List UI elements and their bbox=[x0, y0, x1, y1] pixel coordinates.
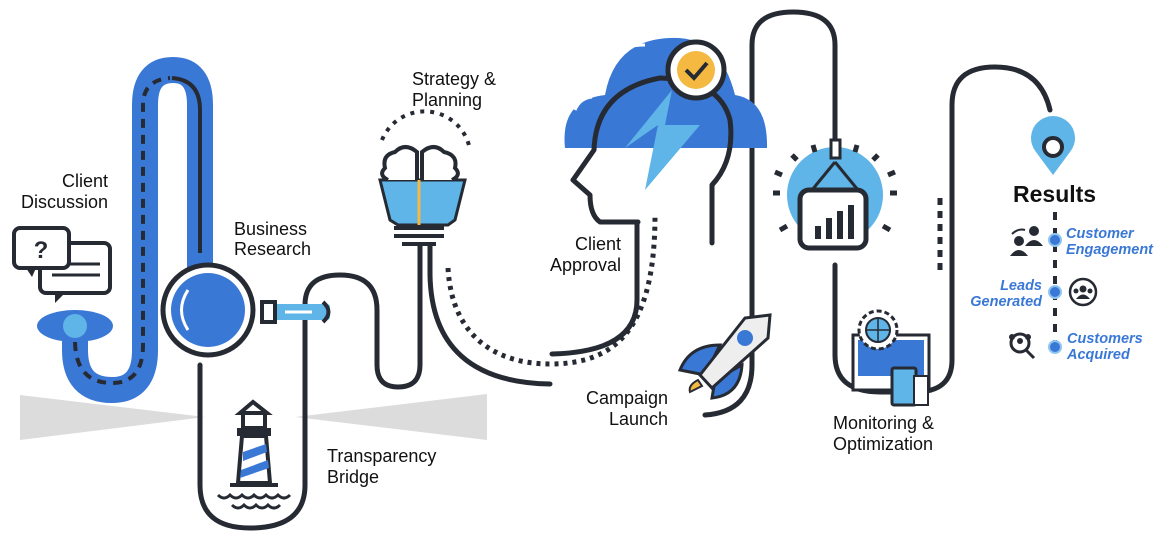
step-label-strategy-planning: Strategy &Planning bbox=[412, 69, 496, 110]
light-beam-left bbox=[20, 395, 205, 440]
devices-gear-icon bbox=[851, 309, 931, 407]
rocket-icon bbox=[677, 313, 772, 400]
location-pin-icon bbox=[1031, 116, 1076, 175]
dotted-path bbox=[445, 214, 658, 367]
analytics-sign-icon bbox=[773, 138, 897, 251]
user-exchange-icon bbox=[1010, 226, 1043, 256]
brain-bulb-icon bbox=[378, 109, 472, 246]
svg-text:?: ? bbox=[34, 237, 49, 264]
path-approval bbox=[549, 219, 640, 357]
results-dots bbox=[1048, 233, 1062, 354]
step-label-monitoring-optimization: Monitoring &Optimization bbox=[833, 413, 934, 454]
light-beam-right bbox=[295, 394, 487, 440]
blue-path bbox=[62, 56, 213, 404]
path-bulb-to-launch bbox=[427, 242, 553, 387]
path-research-to-bridge bbox=[197, 242, 423, 531]
path-launch-to-monitor bbox=[702, 9, 838, 418]
head-cloud-check-icon bbox=[564, 37, 768, 246]
target-group-icon bbox=[1068, 277, 1098, 307]
results-title: Results bbox=[1013, 181, 1096, 207]
magnifier-icon bbox=[160, 262, 331, 358]
user-search-icon bbox=[1009, 332, 1036, 360]
lighthouse-icon bbox=[216, 399, 292, 510]
speech-bubbles-icon: ? bbox=[12, 226, 113, 342]
